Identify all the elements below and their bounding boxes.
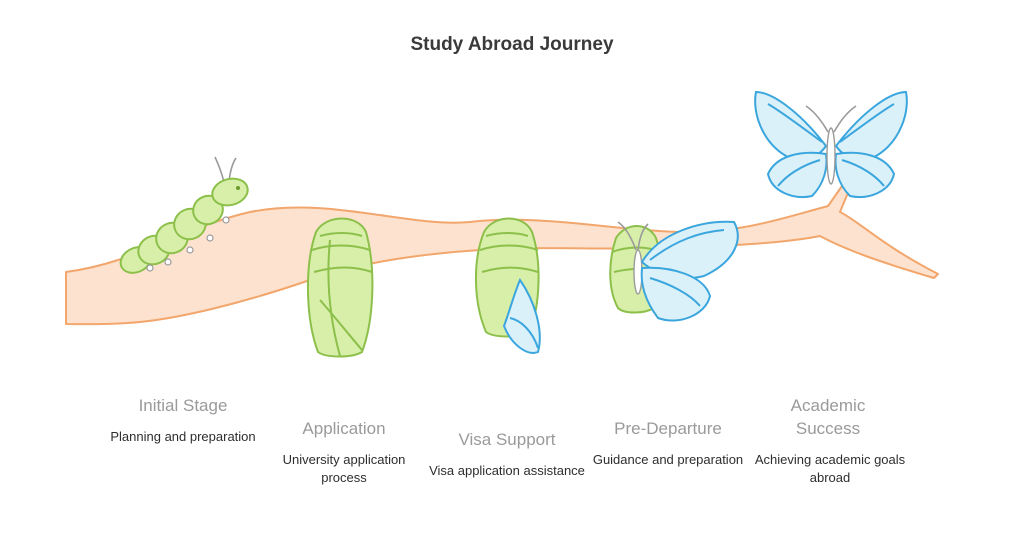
caterpillar-icon: [119, 156, 249, 274]
diagram-title: Study Abroad Journey: [410, 34, 614, 55]
stage-label-application: Application: [302, 419, 386, 438]
stage-description-visa-support: Visa application assistance: [429, 463, 585, 478]
stage-label-pre-departure: Pre-Departure: [614, 419, 722, 438]
stage-description-application: University application process: [282, 452, 406, 485]
stage-label-academic-success: Academic Success: [790, 396, 866, 438]
stage-label-initial-stage: Initial Stage: [138, 396, 228, 415]
stage-description-initial-stage: Planning and preparation: [110, 429, 256, 444]
stage-description-pre-departure: Guidance and preparation: [592, 452, 744, 467]
emerging-butterfly-icon: [609, 220, 739, 322]
stage-description-academic-success: Achieving academic goals abroad: [754, 452, 906, 485]
stage-label-visa-support: Visa Support: [458, 430, 556, 449]
emerging-chrysalis-icon: [474, 217, 541, 354]
butterfly-icon: [754, 90, 908, 198]
chrysalis-icon: [307, 217, 374, 358]
